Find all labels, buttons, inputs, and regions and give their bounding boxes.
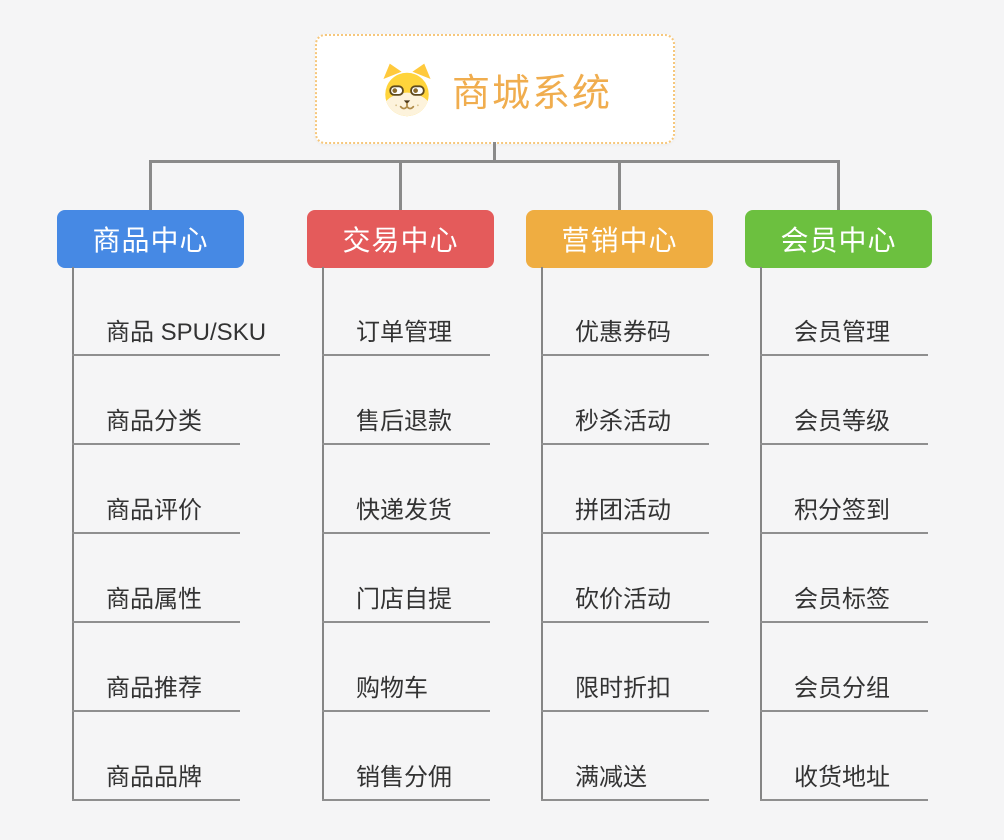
branch-node-member-center[interactable]: 会员中心 — [745, 210, 932, 268]
branch-node-product-center[interactable]: 商品中心 — [57, 210, 244, 268]
branch-trunk-line — [72, 267, 74, 801]
branch-items-product-center: 商品 SPU/SKU 商品分类 商品评价 商品属性 商品推荐 商品品牌 — [72, 267, 281, 801]
leaf-node[interactable]: 优惠券码 — [541, 316, 709, 356]
leaf-node[interactable]: 快递发货 — [322, 494, 490, 534]
leaf-node[interactable]: 商品属性 — [72, 583, 240, 623]
leaf-node[interactable]: 销售分佣 — [322, 761, 490, 801]
leaf-node[interactable]: 限时折扣 — [541, 672, 709, 712]
branch-drop-line — [149, 160, 152, 212]
branch-node-trade-center[interactable]: 交易中心 — [307, 210, 494, 268]
branch-bus-line — [149, 160, 840, 163]
root-stem-line — [493, 142, 496, 162]
branch-trunk-line — [322, 267, 324, 801]
leaf-node[interactable]: 商品品牌 — [72, 761, 240, 801]
root-node[interactable]: 商城系统 — [315, 34, 675, 144]
leaf-node[interactable]: 门店自提 — [322, 583, 490, 623]
leaf-node[interactable]: 售后退款 — [322, 405, 490, 445]
branch-items-marketing-center: 优惠券码 秒杀活动 拼团活动 砍价活动 限时折扣 满减送 — [541, 267, 709, 801]
leaf-node[interactable]: 商品评价 — [72, 494, 240, 534]
branch-items-member-center: 会员管理 会员等级 积分签到 会员标签 会员分组 收货地址 — [760, 267, 928, 801]
leaf-node[interactable]: 会员等级 — [760, 405, 928, 445]
leaf-node[interactable]: 购物车 — [322, 672, 490, 712]
branch-drop-line — [618, 160, 621, 212]
leaf-node[interactable]: 积分签到 — [760, 494, 928, 534]
root-title: 商城系统 — [451, 72, 612, 115]
leaf-node[interactable]: 拼团活动 — [541, 494, 709, 534]
leaf-node[interactable]: 砍价活动 — [541, 583, 709, 623]
branch-trunk-line — [541, 267, 543, 801]
leaf-node[interactable]: 会员分组 — [760, 672, 928, 712]
branch-trunk-line — [760, 267, 762, 801]
dog-face-icon — [383, 63, 431, 117]
branch-drop-line — [399, 160, 402, 212]
leaf-node[interactable]: 订单管理 — [322, 316, 490, 356]
leaf-node[interactable]: 满减送 — [541, 761, 709, 801]
leaf-node[interactable]: 秒杀活动 — [541, 405, 709, 445]
leaf-node[interactable]: 收货地址 — [760, 761, 928, 801]
leaf-node[interactable]: 会员管理 — [760, 316, 928, 356]
leaf-node[interactable]: 商品分类 — [72, 405, 240, 445]
branch-items-trade-center: 订单管理 售后退款 快递发货 门店自提 购物车 销售分佣 — [322, 267, 490, 801]
leaf-node[interactable]: 商品推荐 — [72, 672, 240, 712]
leaf-node[interactable]: 商品 SPU/SKU — [72, 316, 281, 356]
leaf-node[interactable]: 会员标签 — [760, 583, 928, 623]
branch-drop-line — [837, 160, 840, 212]
branch-node-marketing-center[interactable]: 营销中心 — [526, 210, 713, 268]
